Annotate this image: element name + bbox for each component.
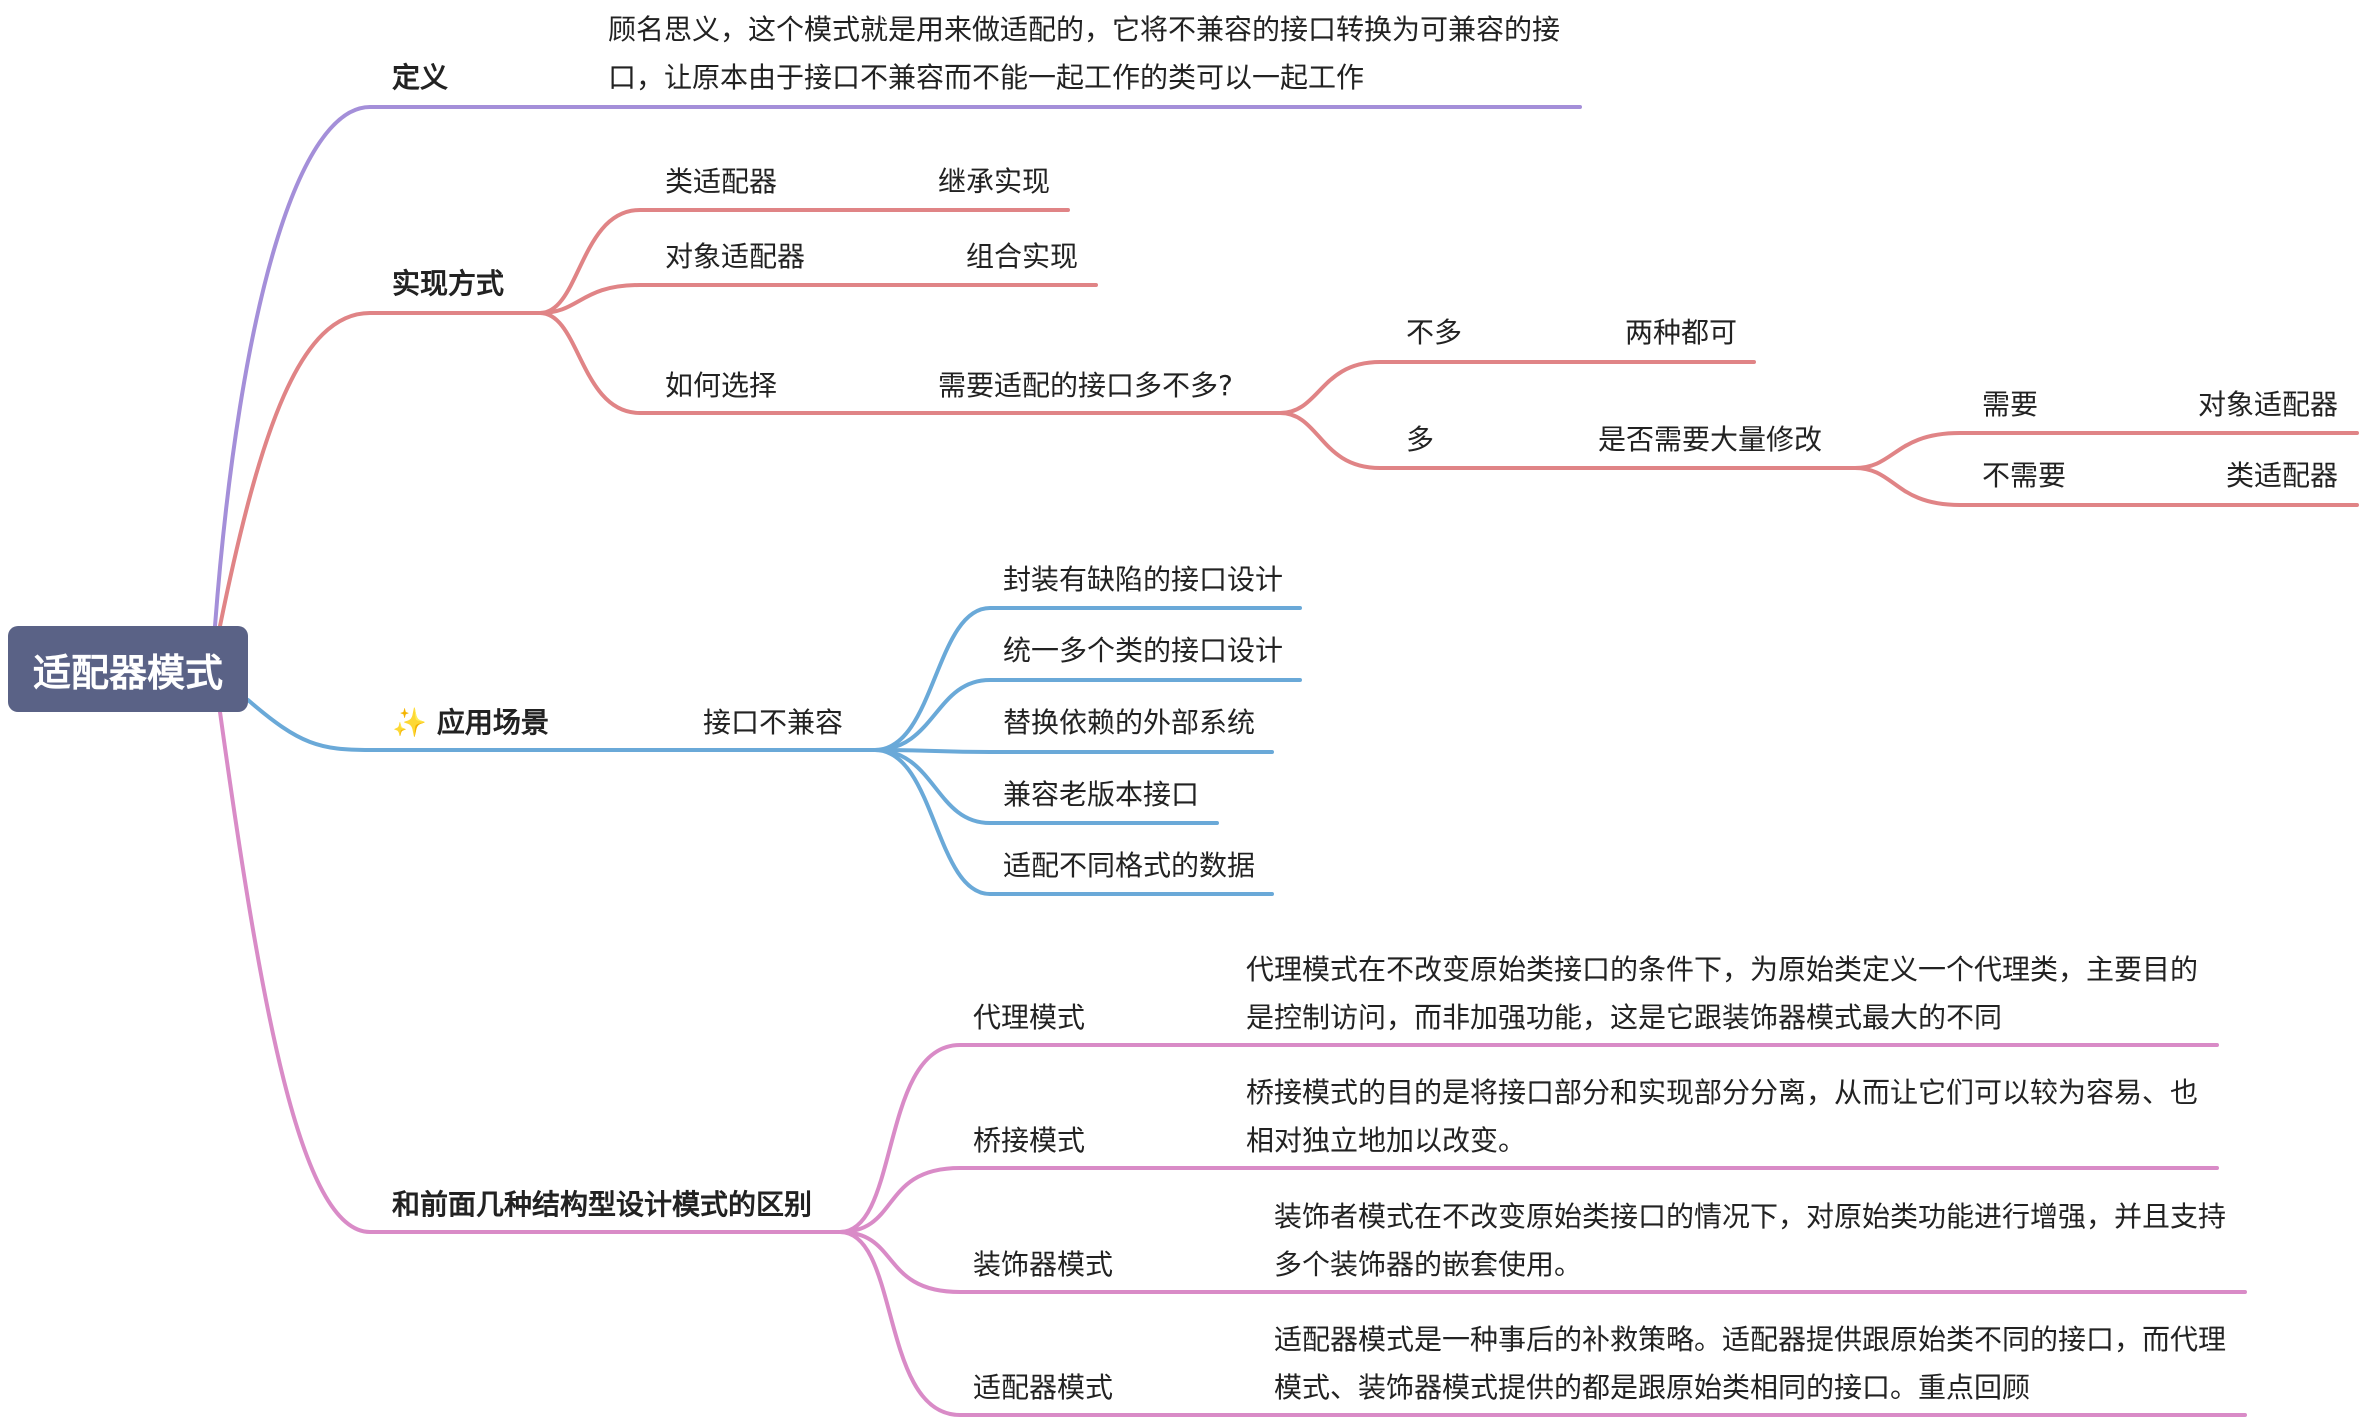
object-adapter-detail[interactable]: 组合实现 — [966, 240, 1079, 273]
connector-scenario-item-4 — [873, 748, 1219, 825]
difference-item-3-label[interactable]: 装饰器模式 — [973, 1248, 1114, 1281]
connector-difference-item-3 — [838, 1230, 2247, 1294]
connector-difference — [218, 710, 842, 1234]
few-node[interactable]: 不多 — [1406, 316, 1463, 349]
connector-scenario-item-2 — [873, 678, 1302, 752]
connector-no — [1853, 466, 2359, 507]
connector-difference-item-2 — [838, 1166, 2219, 1234]
difference-item-4-text: 适配器模式是一种事后的补救策略。适配器提供跟原始类不同的接口，而代理模式、装饰器… — [1274, 1323, 2227, 1404]
object-adapter-node[interactable]: 对象适配器 — [665, 240, 806, 273]
scenario-item-4[interactable]: 兼容老版本接口 — [1003, 778, 1200, 811]
scenario-label: 应用场景 — [436, 706, 549, 739]
connector-scenario-item-1 — [873, 606, 1302, 752]
definition-node[interactable]: 定义 — [392, 61, 449, 94]
few-result[interactable]: 两种都可 — [1625, 316, 1738, 349]
connector-class-adapter — [538, 208, 1070, 315]
scenario-sub[interactable]: 接口不兼容 — [703, 706, 844, 739]
scenario-node[interactable]: ✨ 应用场景 — [392, 707, 549, 739]
difference-node[interactable]: 和前面几种结构型设计模式的区别 — [392, 1188, 813, 1221]
scenario-item-5[interactable]: 适配不同格式的数据 — [1003, 849, 1256, 882]
connector-difference-item-1 — [838, 1043, 2219, 1234]
connector-choose — [538, 311, 1282, 415]
difference-item-4-label[interactable]: 适配器模式 — [973, 1371, 1114, 1404]
connector-scenario-item-5 — [873, 748, 1274, 896]
difference-item-2-label[interactable]: 桥接模式 — [973, 1124, 1086, 1157]
many-node[interactable]: 多 — [1406, 423, 1435, 456]
yes-result[interactable]: 对象适配器 — [2198, 388, 2339, 421]
connector-implementation — [218, 311, 542, 628]
no-result[interactable]: 类适配器 — [2226, 459, 2339, 492]
connector-yes — [1853, 431, 2359, 470]
connector-difference-item-4 — [838, 1230, 2247, 1417]
connector-definition — [213, 105, 1582, 628]
root-label: 适配器模式 — [32, 650, 223, 695]
choose-question[interactable]: 需要适配的接口多不多? — [938, 369, 1233, 402]
definition-text: 顾名思义，这个模式就是用来做适配的，它将不兼容的接口转换为可兼容的接口，让原本由… — [608, 13, 1561, 94]
scenario-item-2[interactable]: 统一多个类的接口设计 — [1003, 634, 1284, 667]
class-adapter-detail[interactable]: 继承实现 — [938, 165, 1051, 198]
connector-many — [1278, 411, 1857, 470]
no-node[interactable]: 不需要 — [1982, 459, 2067, 492]
class-adapter-node[interactable]: 类适配器 — [665, 165, 778, 198]
choose-node[interactable]: 如何选择 — [665, 369, 778, 402]
difference-item-1-label[interactable]: 代理模式 — [973, 1001, 1086, 1034]
yes-node[interactable]: 需要 — [1982, 388, 2039, 421]
connector-object-adapter — [538, 283, 1098, 315]
sparkles-icon: ✨ — [392, 706, 427, 739]
difference-item-3-text: 装饰者模式在不改变原始类接口的情况下，对原始类功能进行增强，并且支持多个装饰器的… — [1274, 1200, 2227, 1281]
many-question[interactable]: 是否需要大量修改 — [1598, 423, 1823, 456]
difference-item-1-text: 代理模式在不改变原始类接口的条件下，为原始类定义一个代理类，主要目的是控制访问，… — [1246, 953, 2199, 1034]
connector-scenario-item-3 — [873, 748, 1274, 754]
scenario-item-1[interactable]: 封装有缺陷的接口设计 — [1003, 563, 1284, 596]
connector-scenario — [246, 698, 877, 752]
difference-item-2-text: 桥接模式的目的是将接口部分和实现部分分离，从而让它们可以较为容易、也相对独立地加… — [1246, 1076, 2199, 1157]
scenario-item-3[interactable]: 替换依赖的外部系统 — [1003, 706, 1256, 739]
implementation-node[interactable]: 实现方式 — [392, 267, 505, 300]
connector-few — [1278, 360, 1756, 415]
root-node[interactable]: 适配器模式 — [8, 626, 248, 712]
